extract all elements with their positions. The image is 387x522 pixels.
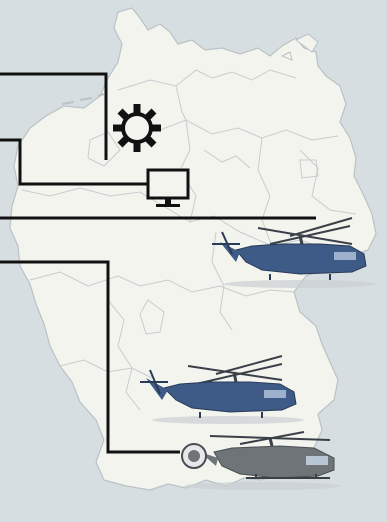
gear-icon (113, 104, 161, 152)
connector-line-monitor (0, 138, 150, 186)
state-borders (21, 69, 357, 411)
connector-line-gear (0, 72, 108, 160)
helicopter-icon (181, 431, 340, 490)
monitor-icon (146, 168, 190, 207)
helicopter-icon (212, 217, 376, 288)
connector-lines (0, 72, 316, 454)
helicopter-icon (140, 355, 304, 424)
connector-line-helicopter-2 (0, 260, 180, 454)
baltic-islands (280, 33, 319, 61)
frisian-islands (61, 93, 105, 105)
